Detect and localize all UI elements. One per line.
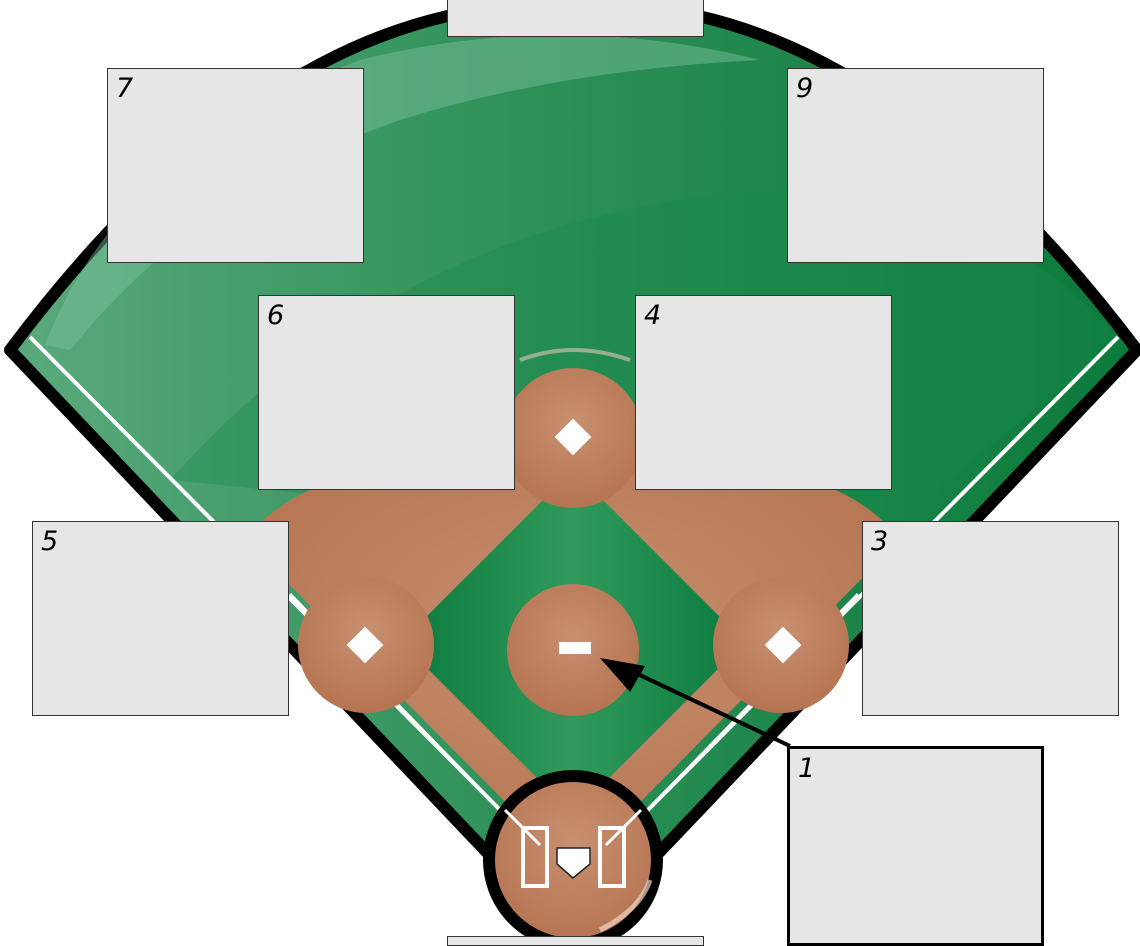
- third-base-label: 5: [41, 528, 58, 555]
- left-field-box[interactable]: 7: [107, 68, 364, 263]
- second-base-label: 4: [644, 302, 661, 329]
- pitcher-label: 1: [798, 755, 815, 782]
- second-base-box[interactable]: 4: [635, 295, 892, 490]
- first-base-box[interactable]: 3: [862, 521, 1119, 716]
- left-field-label: 7: [116, 75, 133, 102]
- shortstop-box[interactable]: 6: [258, 295, 515, 490]
- pitcher-box[interactable]: 1: [787, 746, 1044, 946]
- catcher-box[interactable]: [447, 936, 704, 946]
- center-field-box[interactable]: [447, 0, 704, 37]
- shortstop-label: 6: [267, 302, 284, 329]
- first-base-label: 3: [871, 528, 888, 555]
- right-field-box[interactable]: 9: [787, 68, 1044, 263]
- right-field-label: 9: [796, 75, 813, 102]
- third-base-box[interactable]: 5: [32, 521, 289, 716]
- pitching-rubber-icon: [559, 642, 591, 654]
